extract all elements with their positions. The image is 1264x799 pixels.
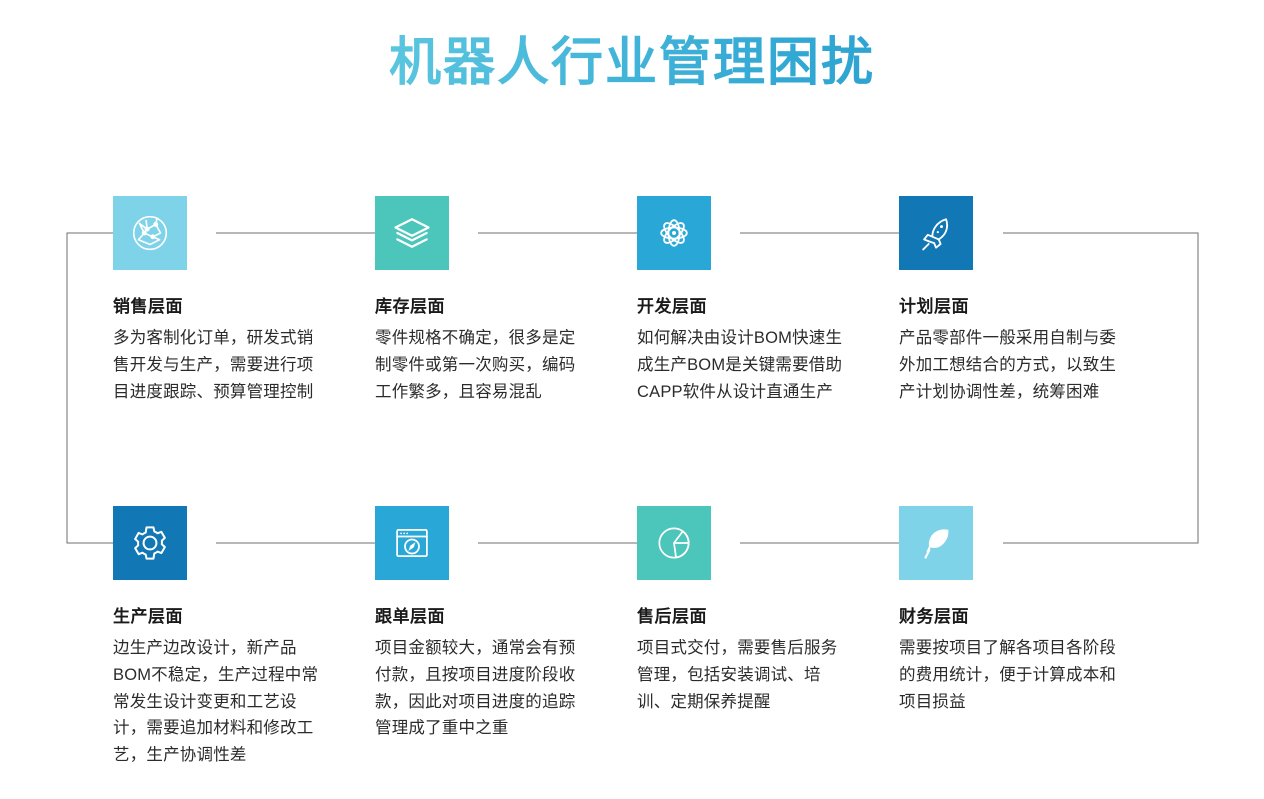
pie-chart-icon xyxy=(652,521,696,565)
card-body-finance: 需要按项目了解各项目各阶段的费用统计，便于计算成本和项目损益 xyxy=(899,639,1117,711)
card-title-development: 开发层面 xyxy=(637,297,707,316)
card-sales[interactable]: 销售层面 多为客制化订单，研发式销售开发与生产，需要进行项目进度跟踪、预算管理控… xyxy=(113,196,353,405)
icon-box-inventory xyxy=(375,196,449,270)
card-order-tracking[interactable]: 跟单层面 项目金额较大，通常会有预付款，且按项目进度阶段收款，因此对项目进度的追… xyxy=(375,506,615,742)
layers-stack-icon xyxy=(390,211,434,255)
card-title-order-tracking: 跟单层面 xyxy=(375,607,445,626)
card-body-order-tracking: 项目金额较大，通常会有预付款，且按项目进度阶段收款，因此对项目进度的追踪管理成了… xyxy=(375,639,576,738)
rocket-icon xyxy=(914,211,958,255)
card-title-inventory: 库存层面 xyxy=(375,297,445,316)
icon-box-development xyxy=(637,196,711,270)
atom-icon xyxy=(652,211,696,255)
icon-box-order-tracking xyxy=(375,506,449,580)
card-after-sales[interactable]: 售后层面 项目式交付，需要售后服务管理，包括安装调试、培训、定期保养提醒 xyxy=(637,506,877,715)
card-title-after-sales: 售后层面 xyxy=(637,607,707,626)
icon-box-production xyxy=(113,506,187,580)
card-inventory[interactable]: 库存层面 零件规格不确定，很多是定制零件或第一次购买，编码工作繁多，且容易混乱 xyxy=(375,196,615,405)
card-body-planning: 产品零部件一般采用自制与委外加工想结合的方式，以致生产计划协调性差，统筹困难 xyxy=(899,329,1117,401)
icon-box-planning xyxy=(899,196,973,270)
icon-box-after-sales xyxy=(637,506,711,580)
gear-icon xyxy=(128,521,172,565)
browser-compass-icon xyxy=(391,522,433,564)
globe-network-icon xyxy=(127,210,173,256)
card-body-inventory: 零件规格不确定，很多是定制零件或第一次购买，编码工作繁多，且容易混乱 xyxy=(375,329,576,401)
icon-box-sales xyxy=(113,196,187,270)
card-title-sales: 销售层面 xyxy=(113,297,183,316)
card-finance[interactable]: 财务层面 需要按项目了解各项目各阶段的费用统计，便于计算成本和项目损益 xyxy=(899,506,1139,715)
card-title-finance: 财务层面 xyxy=(899,607,969,626)
card-body-after-sales: 项目式交付，需要售后服务管理，包括安装调试、培训、定期保养提醒 xyxy=(637,639,838,711)
feather-icon xyxy=(915,522,957,564)
icon-box-finance xyxy=(899,506,973,580)
card-title-planning: 计划层面 xyxy=(899,297,969,316)
page-title: 机器人行业管理困扰 xyxy=(0,34,1264,94)
card-body-sales: 多为客制化订单，研发式销售开发与生产，需要进行项目进度跟踪、预算管理控制 xyxy=(113,329,314,401)
card-production[interactable]: 生产层面 边生产边改设计，新产品BOM不稳定，生产过程中常常发生设计变更和工艺设… xyxy=(113,506,353,769)
card-body-development: 如何解决由设计BOM快速生成生产BOM是关键需要借助CAPP软件从设计直通生产 xyxy=(637,329,843,401)
card-title-production: 生产层面 xyxy=(113,607,183,626)
card-planning[interactable]: 计划层面 产品零部件一般采用自制与委外加工想结合的方式，以致生产计划协调性差，统… xyxy=(899,196,1139,405)
card-body-production: 边生产边改设计，新产品BOM不稳定，生产过程中常常发生设计变更和工艺设计，需要追… xyxy=(113,639,319,764)
card-development[interactable]: 开发层面 如何解决由设计BOM快速生成生产BOM是关键需要借助CAPP软件从设计… xyxy=(637,196,877,405)
